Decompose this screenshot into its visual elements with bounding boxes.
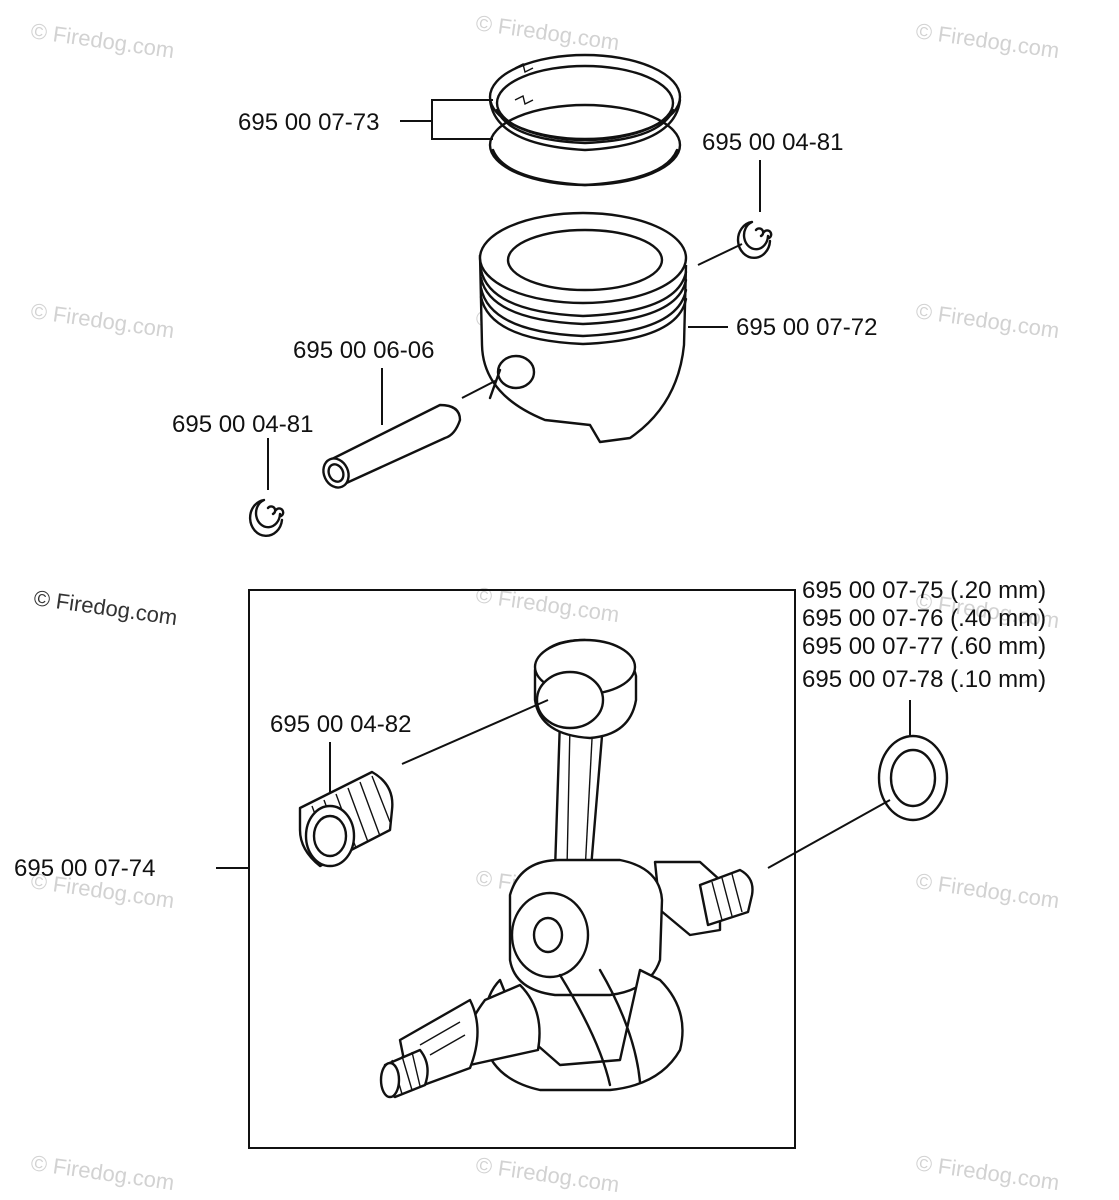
shim-drawing: [877, 734, 949, 822]
part-label-circlip-left: 695 00 04-81: [172, 411, 313, 438]
watermark: © Firedog.com: [29, 1150, 176, 1195]
watermark: © Firedog.com: [914, 1150, 1061, 1195]
part-label-piston-rings: 695 00 07-73: [238, 109, 379, 136]
watermark: © Firedog.com: [474, 582, 621, 627]
crankshaft-drawing: [379, 858, 754, 1099]
callout-piston: 695 00 07-72: [688, 314, 877, 341]
part-label-shim: 695 00 07-75 (.20 mm): [802, 577, 1046, 604]
piston-pin-drawing: [322, 403, 462, 489]
part-label-shim: 695 00 07-77 (.60 mm): [802, 633, 1046, 660]
callout-circlip-left: 695 00 04-81: [172, 411, 313, 490]
watermark: © Firedog.com: [474, 10, 621, 55]
piston-drawing: [478, 211, 688, 444]
part-label-crankshaft-assembly: 695 00 07-74: [14, 855, 155, 882]
part-label-piston: 695 00 07-72: [736, 314, 877, 341]
circlip-right-drawing: [736, 220, 773, 260]
watermark: © Firedog.com: [914, 18, 1061, 63]
part-label-circlip-right: 695 00 04-81: [702, 129, 843, 156]
watermark: © Firedog.com: [29, 298, 176, 343]
callout-piston-rings: 695 00 07-73: [238, 99, 493, 140]
watermark: © Firedog.com: [29, 18, 176, 63]
part-label-shim: 695 00 07-76 (.40 mm): [802, 605, 1046, 632]
piston-rings-drawing: [488, 53, 682, 187]
part-label-piston-pin: 695 00 06-06: [293, 337, 434, 364]
part-label-shim: 695 00 07-78 (.10 mm): [802, 666, 1046, 693]
watermark-prominent: © Firedog.com: [32, 585, 179, 630]
callout-piston-pin: 695 00 06-06: [293, 337, 498, 425]
needle-bearing-drawing: [298, 770, 394, 868]
callout-circlip-right: 695 00 04-81: [697, 129, 843, 266]
watermark: © Firedog.com: [474, 1152, 621, 1197]
connecting-rod-drawing: [533, 638, 638, 882]
crankshaft-assembly-box: 695 00 07-74: [14, 589, 796, 1149]
callout-needle-bearing: 695 00 04-82: [270, 699, 549, 792]
part-label-needle-bearing: 695 00 04-82: [270, 711, 411, 738]
circlip-left-drawing: [248, 498, 285, 537]
watermark: © Firedog.com: [914, 868, 1061, 913]
callout-shims: 695 00 07-75 (.20 mm) 695 00 07-76 (.40 …: [767, 577, 1046, 869]
watermark: © Firedog.com: [914, 298, 1061, 343]
